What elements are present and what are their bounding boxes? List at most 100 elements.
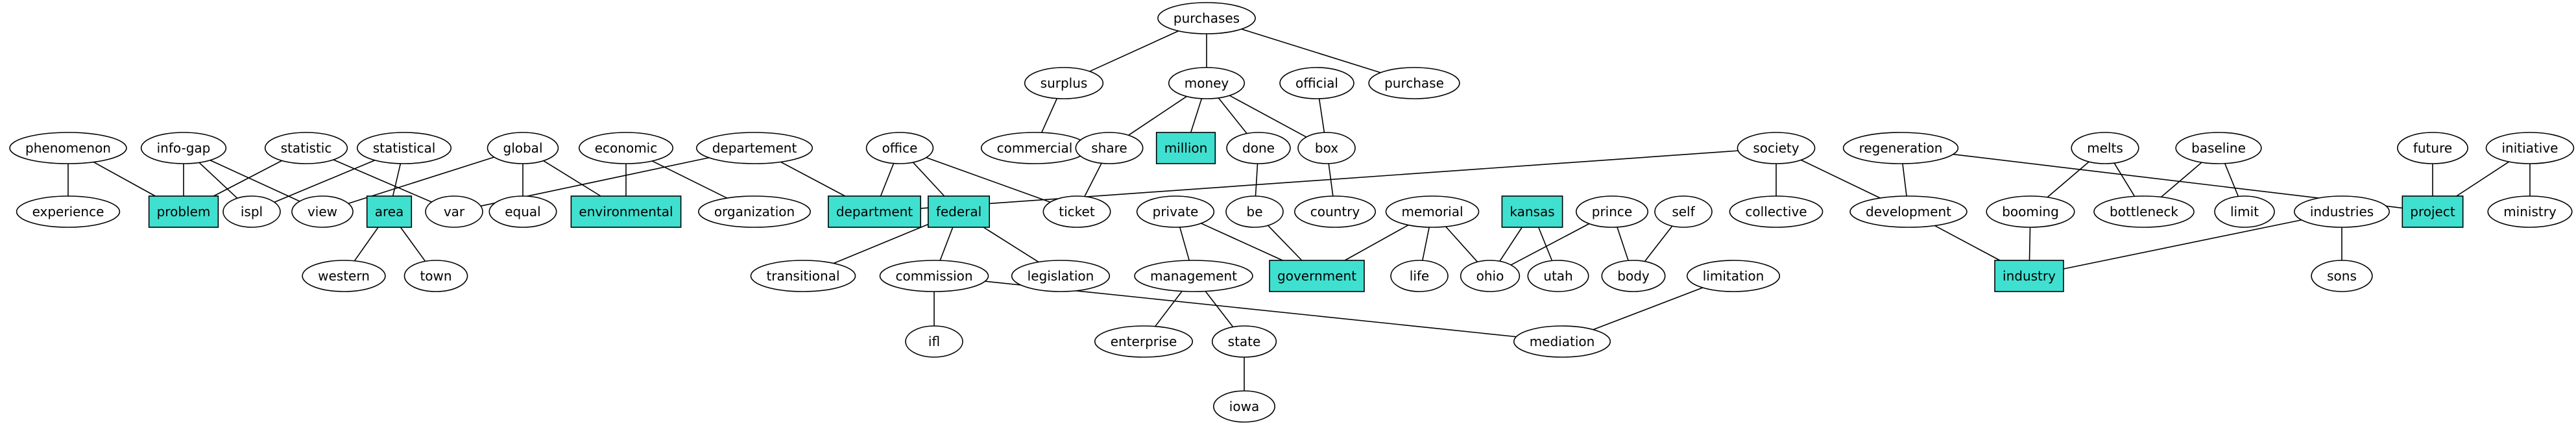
node-money: money [1168, 67, 1246, 99]
node-ellipse [425, 195, 483, 228]
edge-area-western [354, 227, 379, 262]
edge-self-body [1644, 225, 1673, 262]
node-label: official [1295, 75, 1338, 91]
node-state: state [1211, 325, 1277, 358]
node-mediation: mediation [1513, 325, 1611, 358]
node-body: body [1601, 260, 1666, 292]
node-collective: collective [1729, 195, 1824, 228]
node-phenomenon: phenomenon [9, 132, 127, 164]
node-ellipse [9, 132, 127, 164]
node-label: ministry [2503, 204, 2557, 219]
node-environmental: environmental [570, 195, 682, 228]
node-label: environmental [579, 204, 673, 219]
node-ellipse [879, 260, 989, 292]
node-label: statistical [373, 140, 436, 156]
node-transitional: transitional [750, 260, 856, 292]
node-label: be [1247, 204, 1263, 219]
edge-booming-industry [2028, 227, 2031, 261]
node-ellipse [1297, 132, 1356, 164]
node-label: commission [895, 268, 972, 284]
node-label: industries [2310, 204, 2374, 219]
edge-regeneration-development [1902, 163, 1907, 197]
edge-phenomenon-problem [93, 161, 156, 197]
node-government: government [1269, 260, 1365, 292]
node-ellipse [1294, 195, 1377, 228]
edge-statistic-problem [213, 160, 282, 197]
node-box [1501, 195, 1563, 228]
node-label: done [1242, 140, 1275, 156]
node-life: life [1390, 260, 1449, 292]
node-ellipse [2485, 132, 2575, 164]
node-label: country [1310, 204, 1360, 219]
node-enterprise: enterprise [1094, 325, 1194, 358]
edge-melts-booming [2047, 161, 2089, 198]
edge-limitation-mediation [1593, 287, 1703, 330]
node-label: economic [595, 140, 657, 156]
node-label: life [1410, 268, 1429, 284]
node-ohio: ohio [1460, 260, 1521, 292]
node-ellipse [2214, 195, 2275, 228]
node-ellipse [1136, 195, 1215, 228]
node-label: state [1228, 334, 1261, 349]
node-label: mediation [1530, 334, 1595, 349]
node-ellipse [264, 132, 348, 164]
edge-share-ticket [1084, 162, 1102, 197]
node-ellipse [356, 132, 452, 164]
node-label: future [2413, 140, 2452, 156]
node-ellipse [865, 132, 934, 164]
node-label: commercial [997, 140, 1073, 156]
node-prince: prince [1575, 195, 1649, 228]
edge-economic-organization [651, 160, 728, 199]
node-ellipse [1024, 67, 1104, 99]
node-label: western [318, 268, 370, 284]
node-label: purchases [1174, 10, 1240, 26]
node-ellipse [1279, 67, 1354, 99]
node-label: statistic [281, 140, 332, 156]
node-label: info-gap [157, 140, 211, 156]
node-box [1269, 260, 1365, 292]
node-label: ispl [241, 204, 263, 219]
node-ellipse [2311, 260, 2373, 292]
node-industry: industry [1994, 260, 2064, 292]
node-label: utah [1543, 268, 1572, 284]
node-management: management [1134, 260, 1253, 292]
edge-federal-legislation [983, 227, 1039, 263]
node-label: departement [712, 140, 797, 156]
node-ellipse [1654, 195, 1713, 228]
node-ellipse [291, 195, 354, 228]
edge-money-box [1229, 95, 1307, 138]
node-project: project [2401, 195, 2464, 228]
node-ellipse [1986, 195, 2075, 228]
node-label: ticket [1059, 204, 1095, 219]
node-ellipse [16, 195, 121, 228]
node-ellipse [1729, 195, 1824, 228]
node-label: office [882, 140, 918, 156]
node-regeneration: regeneration [1842, 132, 1959, 164]
node-ellipse [698, 195, 811, 228]
edge-kansas-utah [1537, 227, 1553, 261]
edge-money-share [1128, 95, 1187, 136]
node-self: self [1654, 195, 1713, 228]
node-limitation: limitation [1686, 260, 1781, 292]
node-initiative: initiative [2485, 132, 2575, 164]
node-statistic: statistic [264, 132, 348, 164]
edge-baseline-limit [2224, 163, 2239, 197]
node-label: organization [714, 204, 795, 219]
node-society: society [1737, 132, 1816, 164]
node-box [366, 195, 413, 228]
edge-memorial-government [1344, 224, 1409, 261]
edge-statistic-var [333, 159, 432, 203]
edge-prince-ohio [1510, 223, 1590, 266]
node-future: future [2397, 132, 2468, 164]
node-official: official [1279, 67, 1354, 99]
node-label: global [503, 140, 543, 156]
node-label: prince [1592, 204, 1632, 219]
edge-surplus-commercial [1041, 98, 1058, 133]
node-problem: problem [148, 195, 219, 228]
node-sons: sons [2311, 260, 2373, 292]
node-memorial: memorial [1385, 195, 1480, 228]
node-ellipse [1011, 260, 1111, 292]
node-ellipse [302, 260, 386, 292]
node-ellipse [1225, 195, 1284, 228]
